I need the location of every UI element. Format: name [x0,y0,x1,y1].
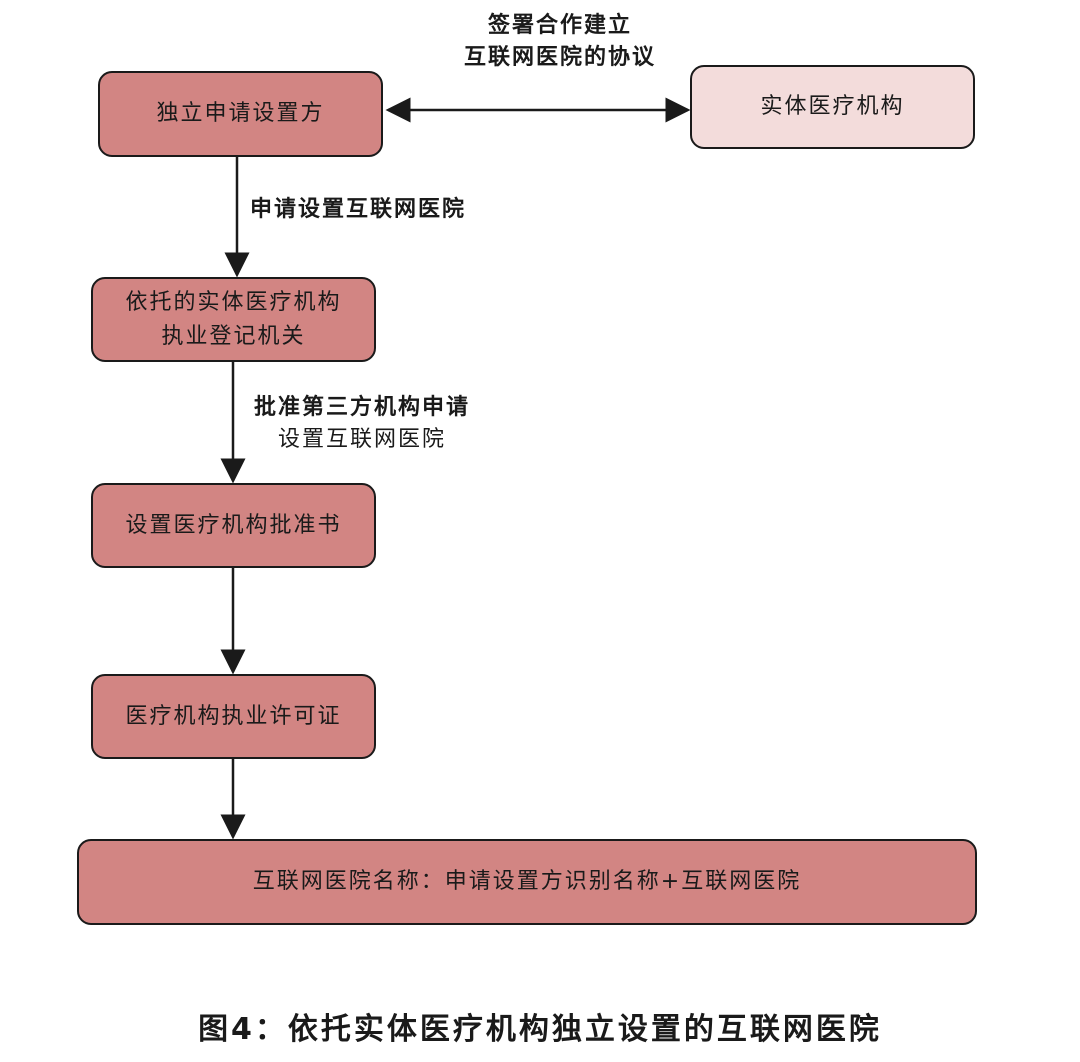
node-naming-label: 互联网医院名称：申请设置方识别名称+互联网医院 [252,869,802,894]
node-physical-institution: 实体医疗机构 [690,65,975,149]
node-approval-letter: 设置医疗机构批准书 [91,483,376,568]
node-applicant: 独立申请设置方 [98,71,383,157]
edge-label-apply-text: 申请设置互联网医院 [250,197,467,222]
node-approval-letter-label: 设置医疗机构批准书 [125,512,342,538]
node-practice-license-label: 医疗机构执业许可证 [125,703,342,729]
edge-label-agreement-line2: 互联网医院的协议 [463,45,656,70]
edge-label-approve-line2: 设置互联网医院 [278,427,447,452]
edge-label-approve: 批准第三方机构申请 设置互联网医院 [254,392,470,456]
node-applicant-label: 独立申请设置方 [156,101,325,126]
node-naming: 互联网医院名称：申请设置方识别名称+互联网医院 [77,839,977,925]
node-practice-license: 医疗机构执业许可证 [91,674,376,759]
node-physical-institution-label: 实体医疗机构 [760,94,905,119]
figure-caption: 图4：依托实体医疗机构独立设置的互联网医院 [198,1012,882,1047]
node-registration-authority: 依托的实体医疗机构 执业登记机关 [91,277,376,362]
node-registration-authority-line1: 依托的实体医疗机构 [125,289,342,315]
edge-label-approve-line1: 批准第三方机构申请 [254,395,471,420]
node-registration-authority-line2: 执业登记机关 [161,323,306,349]
edge-label-apply: 申请设置互联网医院 [250,194,466,226]
edge-label-agreement: 签署合作建立 互联网医院的协议 [440,10,680,74]
edge-label-agreement-line1: 签署合作建立 [487,13,632,38]
